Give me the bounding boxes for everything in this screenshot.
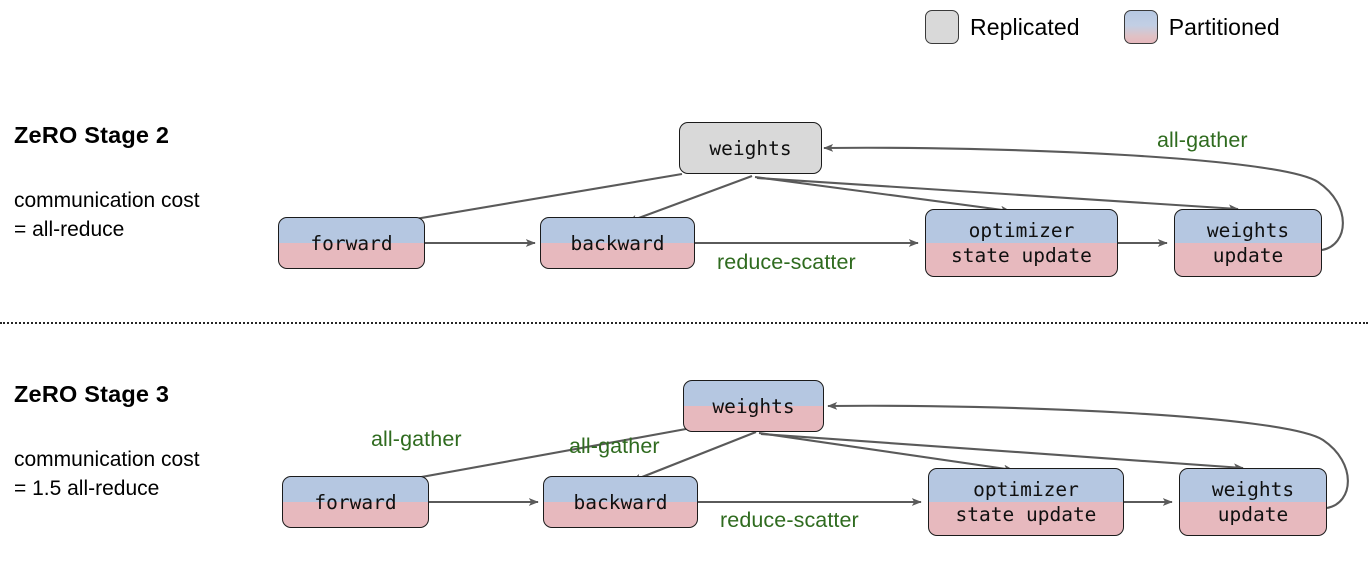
edge-label-s2-reduce-scatter: reduce-scatter [717, 250, 856, 274]
edge-label-s3-all-gather-forward: all-gather [371, 427, 462, 451]
legend-label-replicated: Replicated [970, 13, 1080, 40]
node-s2-optimizer-line1: optimizer [968, 219, 1075, 242]
node-s3-backward-label: backward [573, 490, 668, 514]
node-s3-weights-update-line2: update [1217, 503, 1289, 526]
node-s2-optimizer-state-update[interactable]: optimizer state update [925, 209, 1118, 277]
section-subtitle-stage-2-line2: = all-reduce [14, 218, 125, 241]
replicated-swatch-icon [925, 10, 959, 44]
arrow-s2-weights-to-weights-update [756, 176, 1239, 213]
node-s2-backward[interactable]: backward [540, 217, 695, 269]
node-s2-weights-label: weights [709, 136, 792, 160]
node-s3-weights-label: weights [712, 394, 795, 418]
node-s3-optimizer-line2: state update [955, 503, 1097, 526]
legend-label-partitioned: Partitioned [1168, 13, 1280, 40]
node-s2-optimizer-line2: state update [951, 244, 1092, 267]
node-s2-weights-update[interactable]: weights update [1174, 209, 1322, 277]
partitioned-swatch-icon [1123, 10, 1158, 44]
edge-label-s2-all-gather: all-gather [1157, 128, 1248, 152]
node-s3-forward[interactable]: forward [282, 476, 429, 528]
node-s2-weights[interactable]: weights [679, 122, 822, 174]
node-s3-optimizer-line1: optimizer [973, 478, 1079, 501]
section-subtitle-stage-2-line1: communication cost [14, 189, 200, 212]
node-s3-weights-update[interactable]: weights update [1179, 468, 1327, 536]
section-subtitle-stage-3-line1: communication cost [14, 448, 200, 471]
node-s2-forward[interactable]: forward [278, 217, 425, 269]
edge-label-s3-reduce-scatter: reduce-scatter [720, 508, 859, 532]
arrow-s2-weights-to-optimizer [754, 175, 1011, 214]
node-s3-weights[interactable]: weights [683, 380, 824, 432]
node-s2-weights-update-line1: weights [1206, 219, 1290, 242]
section-title-stage-3: ZeRO Stage 3 [14, 381, 170, 407]
section-subtitle-stage-3: communication cost = 1.5 all-reduce [14, 445, 200, 503]
node-s2-weights-update-line2: update [1212, 244, 1284, 267]
arrow-s2-weights-to-backward [627, 175, 753, 223]
section-divider [0, 322, 1368, 324]
node-s3-optimizer-state-update[interactable]: optimizer state update [928, 468, 1124, 536]
node-s3-forward-label: forward [314, 490, 397, 514]
node-s2-backward-label: backward [570, 231, 665, 255]
legend-item-partitioned: Partitioned [1123, 10, 1280, 44]
node-s2-forward-label: forward [310, 231, 393, 255]
edge-label-s3-all-gather-backward: all-gather [569, 434, 660, 458]
legend: Replicated Partitioned [925, 10, 1280, 44]
section-title-stage-2: ZeRO Stage 2 [14, 122, 170, 148]
section-subtitle-stage-2: communication cost = all-reduce [14, 186, 200, 244]
legend-item-replicated: Replicated [925, 10, 1080, 44]
node-s3-backward[interactable]: backward [543, 476, 698, 528]
node-s3-weights-update-line1: weights [1211, 478, 1295, 501]
section-subtitle-stage-3-line2: = 1.5 all-reduce [14, 477, 160, 500]
arrow-s3-weights-to-weights-update [760, 432, 1244, 472]
arrow-s3-weights-to-optimizer [758, 431, 1014, 473]
